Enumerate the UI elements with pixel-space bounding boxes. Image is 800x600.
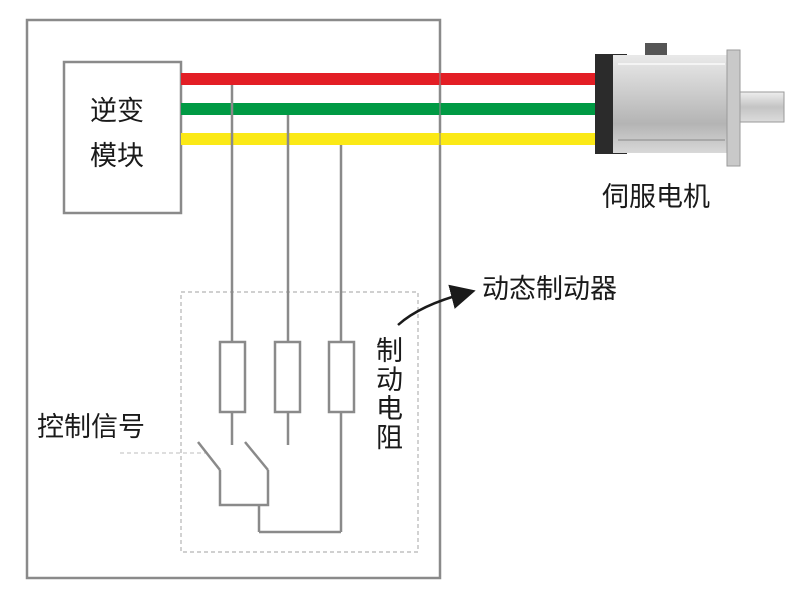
motor-label: 伺服电机 [602, 182, 710, 213]
brake-taps [230, 85, 343, 342]
dynamic-brake-boundary [180, 291, 419, 553]
curved-arrow-icon [397, 284, 476, 326]
brake-switch-network [197, 412, 343, 534]
servo-motor-icon [595, 43, 785, 167]
resistor-2 [273, 340, 302, 414]
drive-enclosure [25, 18, 442, 580]
resistor-3 [327, 340, 356, 414]
phase-wire-yellow [181, 133, 601, 145]
phase-wire-green [181, 103, 601, 115]
resistor-1 [218, 340, 247, 414]
inverter-module-label-line2: 模块 [90, 141, 144, 172]
brake-resistor-label: 制动电阻 [371, 336, 402, 452]
dynamic-brake-label: 动态制动器 [482, 274, 617, 305]
control-signal-label: 控制信号 [37, 412, 145, 443]
inverter-module-box [62, 60, 183, 215]
brake-resistors [218, 340, 356, 414]
inverter-module-label-line1: 逆变 [90, 96, 144, 127]
phase-wire-red [181, 73, 601, 85]
